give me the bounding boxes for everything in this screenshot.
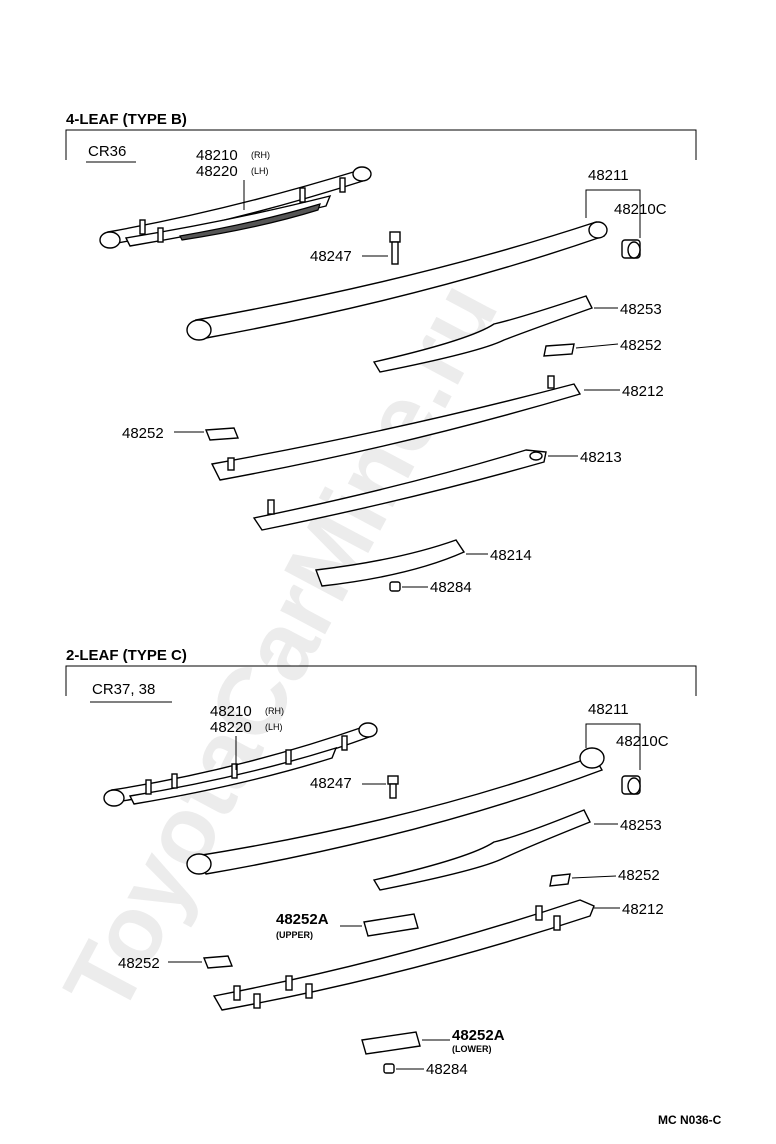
main-leaf-48211 xyxy=(186,747,605,875)
leaf-48212 xyxy=(212,899,595,1011)
label-48252a-lower: 48252A xyxy=(452,1027,505,1044)
liner-48252-left xyxy=(204,427,240,441)
leaf-48253 xyxy=(372,295,593,373)
bushing-48210c xyxy=(621,239,641,259)
label-lh-note: (LH) xyxy=(265,722,283,732)
section-header: 4-LEAF (TYPE B) xyxy=(66,111,187,128)
spring-assembly xyxy=(99,166,372,249)
label-48210c: 48210C xyxy=(614,201,667,218)
label-48220: 48220 xyxy=(196,163,238,180)
leaf-48212 xyxy=(210,375,582,481)
liner-48252-right xyxy=(549,873,571,887)
label-48214: 48214 xyxy=(490,547,532,564)
label-48211: 48211 xyxy=(588,167,629,184)
label-48210: 48210 xyxy=(210,703,252,720)
leaf-48214 xyxy=(315,539,466,587)
label-lower-note: (LOWER) xyxy=(452,1044,492,1054)
label-48284: 48284 xyxy=(426,1061,468,1078)
model-label: CR36 xyxy=(88,143,126,160)
bolt-48247 xyxy=(387,775,399,799)
leaf-48213 xyxy=(252,449,547,531)
leaf-48253 xyxy=(372,809,591,891)
spring-assembly xyxy=(103,722,378,807)
section-4-leaf: 4-LEAF (TYPE B) CR36 48210 (RH) 48220 (L… xyxy=(65,111,697,596)
label-48284: 48284 xyxy=(430,579,472,596)
label-48220: 48220 xyxy=(210,719,252,736)
label-48212: 48212 xyxy=(622,901,664,918)
label-48252-left: 48252 xyxy=(118,955,160,972)
liner-48252a-upper xyxy=(363,913,419,937)
label-48247: 48247 xyxy=(310,775,352,792)
label-lh-note: (LH) xyxy=(251,166,269,176)
label-48252-right: 48252 xyxy=(618,867,660,884)
liner-48252a-lower xyxy=(361,1031,421,1055)
main-leaf-48211 xyxy=(186,221,608,341)
label-48252a-upper: 48252A xyxy=(276,911,329,928)
nut-48284 xyxy=(383,1063,395,1074)
label-48247: 48247 xyxy=(310,248,352,265)
label-48211: 48211 xyxy=(588,701,629,718)
section-header: 2-LEAF (TYPE C) xyxy=(66,647,187,664)
section-frame xyxy=(65,665,697,696)
label-48252-right: 48252 xyxy=(620,337,662,354)
liner-48252-left xyxy=(202,955,234,969)
label-upper-note: (UPPER) xyxy=(276,930,313,940)
label-48253: 48253 xyxy=(620,817,662,834)
label-48212: 48212 xyxy=(622,383,664,400)
nut-48284 xyxy=(389,581,401,592)
label-48253: 48253 xyxy=(620,301,662,318)
bushing-48210c xyxy=(621,775,641,795)
label-rh-note: (RH) xyxy=(265,706,284,716)
section-2-leaf: 2-LEAF (TYPE C) CR37, 38 48210 (RH) 4822… xyxy=(65,647,697,1078)
label-rh-note: (RH) xyxy=(251,150,270,160)
figure-code: MC N036-C xyxy=(658,1113,722,1127)
label-48252-left: 48252 xyxy=(122,425,164,442)
bolt-48247 xyxy=(389,231,401,265)
model-label: CR37, 38 xyxy=(92,681,155,698)
liner-48252-right xyxy=(543,343,575,357)
label-48210: 48210 xyxy=(196,147,238,164)
section-frame xyxy=(65,129,697,160)
label-48210c: 48210C xyxy=(616,733,669,750)
label-48213: 48213 xyxy=(580,449,622,466)
